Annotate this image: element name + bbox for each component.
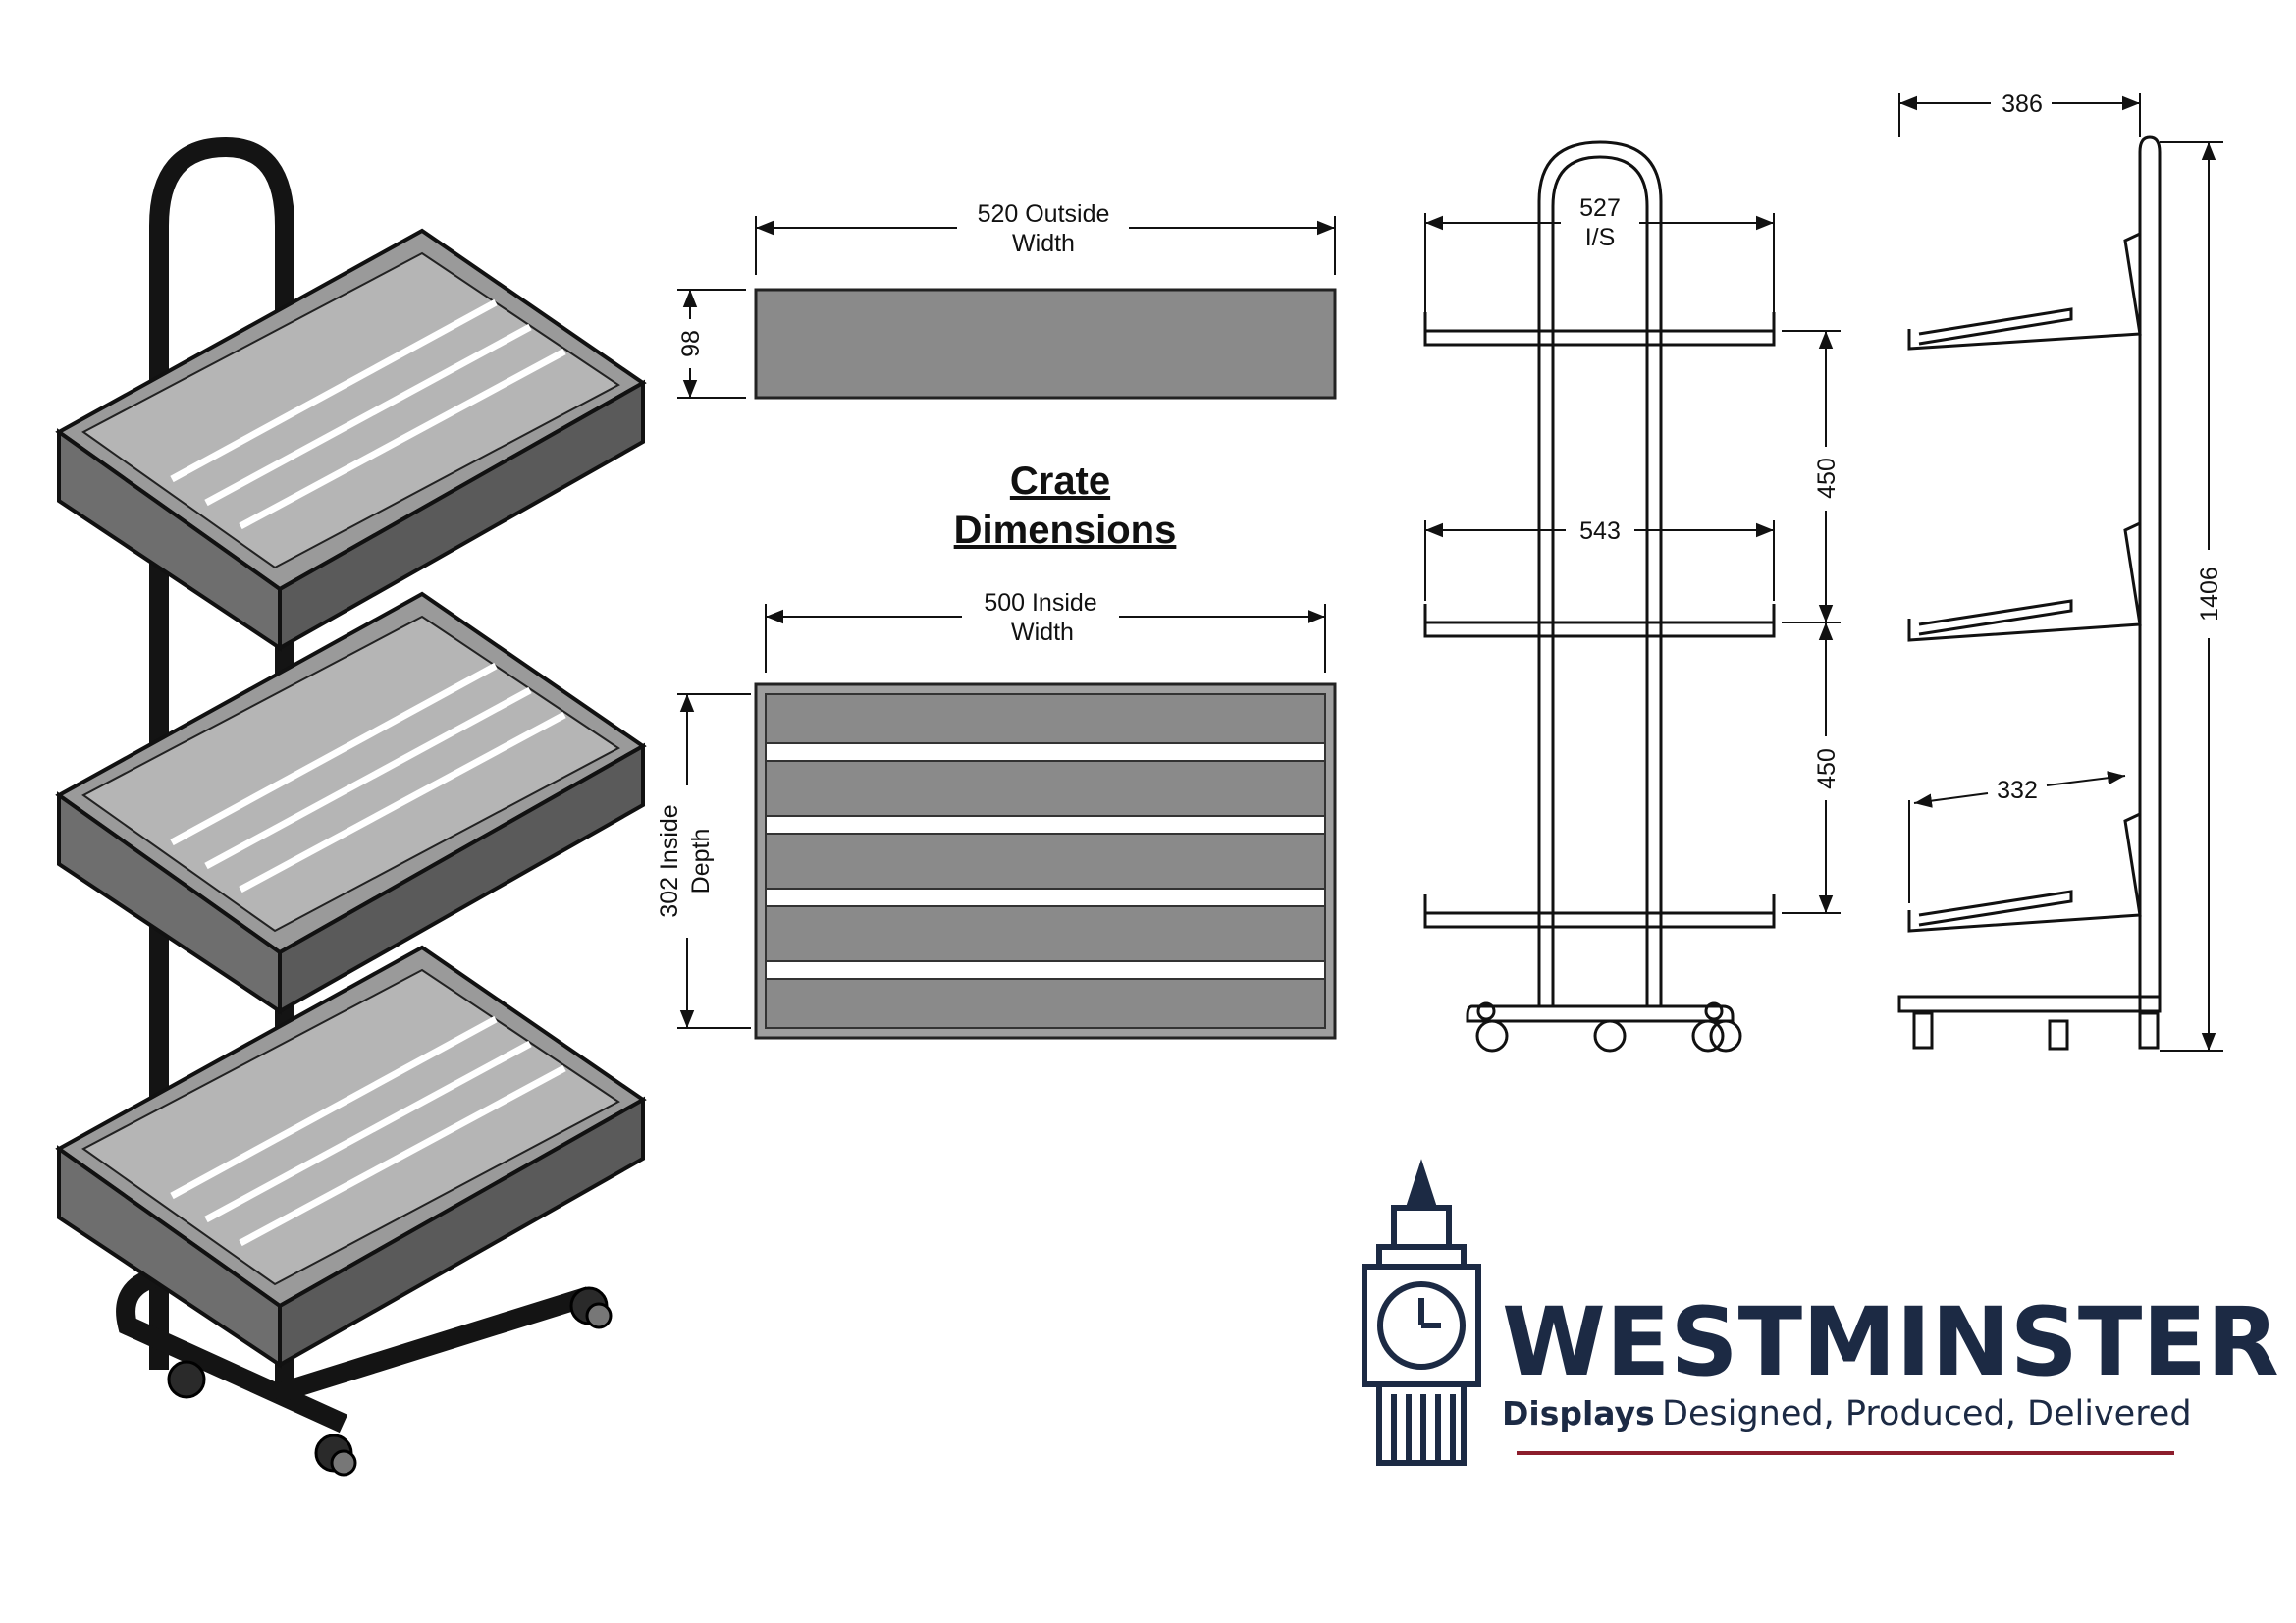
front-view [1423,140,1841,1053]
iso-crate-bottom [55,945,647,1369]
isometric-stand-illustration [55,136,647,1477]
westminster-logo: WESTMINSTER Displays Designed, Produced,… [1362,1159,2279,1466]
is-width-unit: I/S [1585,224,1616,251]
side-depth-label: 386 [2002,90,2043,118]
crate-height-label: 98 [677,330,705,357]
inside-depth-label: 302 Inside [656,804,683,917]
big-ben-icon [1362,1159,1481,1466]
iso-crate-middle [55,591,647,1015]
crate-dimensions-title-line2: Dimensions [954,509,1177,552]
brand-sub: Displays [1502,1394,1655,1433]
shelf-spacing-upper-label: 450 [1813,458,1841,499]
crate-dimensions-title-line1: Crate [1010,460,1110,503]
is-width-label: 527 [1579,194,1621,222]
crate-top-view: 500 Inside Width 302 Inside Depth [656,589,1337,1040]
total-height-label: 1406 [2196,567,2223,622]
brand-tagline: Designed, Produced, Delivered [1662,1394,2192,1434]
inside-depth-unit: Depth [687,829,715,894]
iso-crate-top [55,228,647,652]
inside-width-unit: Width [1011,619,1074,646]
side-view [1897,93,2223,1052]
outside-width-unit: Width [1012,230,1075,257]
brand-name: WESTMINSTER [1502,1287,2279,1397]
inside-width-label: 500 Inside [984,589,1096,617]
crate-side-view: 520 Outside Width 98 [677,200,1337,400]
shelf-depth-label: 332 [1997,777,2038,804]
outside-width-label: 520 Outside [978,200,1110,228]
shelf-spacing-lower-label: 450 [1813,748,1841,789]
shelf-width-label: 543 [1579,517,1621,545]
